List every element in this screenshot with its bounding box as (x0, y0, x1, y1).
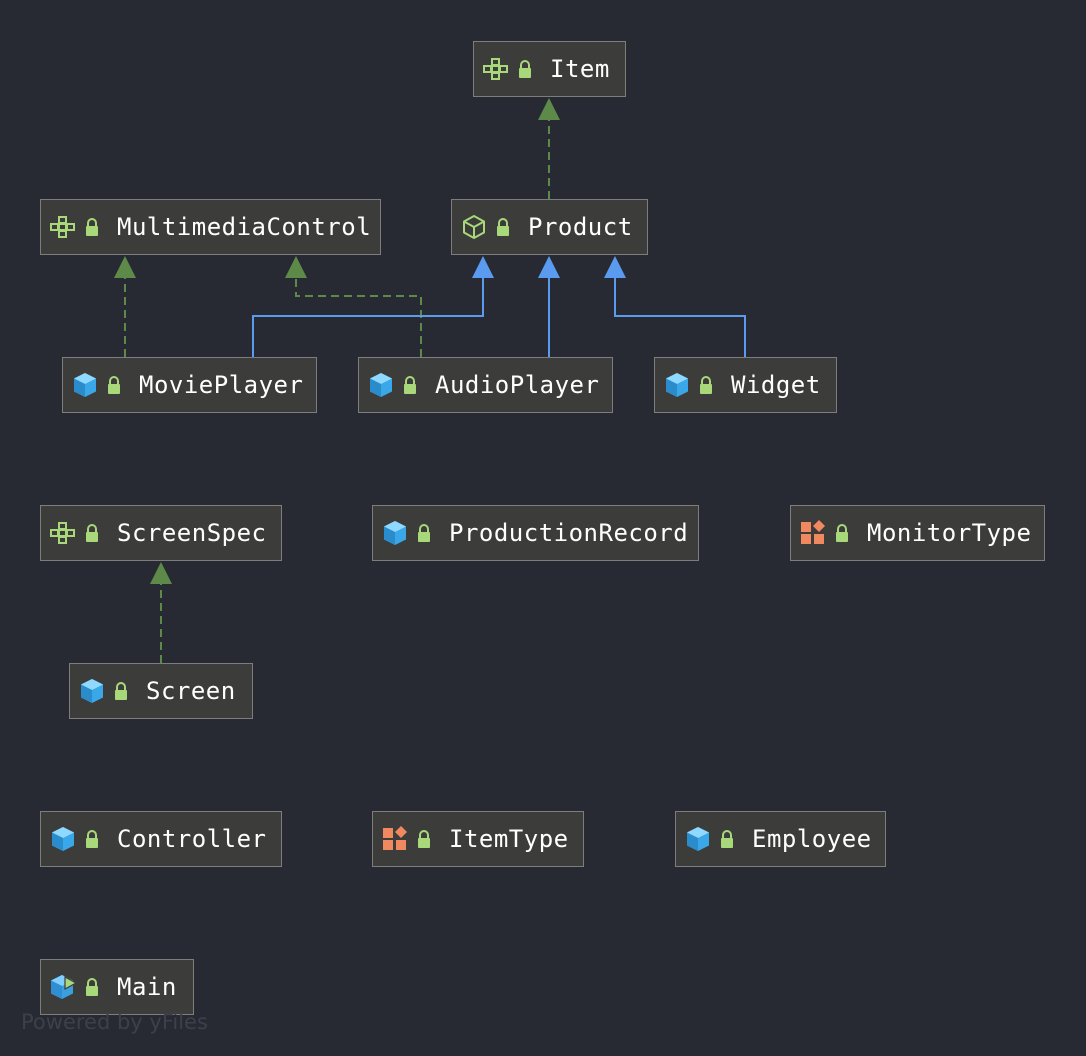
class-icon (684, 825, 712, 853)
interface-icon (49, 519, 77, 547)
class-icon (78, 677, 106, 705)
lock-icon (697, 374, 715, 396)
arrowhead (285, 256, 307, 278)
interface-icon (482, 55, 510, 83)
node-production-record[interactable]: ProductionRecord (372, 505, 699, 561)
node-label: AudioPlayer (435, 371, 600, 399)
class-icon (49, 825, 77, 853)
arrowhead (472, 256, 494, 278)
lock-icon (83, 216, 101, 238)
arrowhead (114, 256, 136, 278)
powered-by-footer: Powered by yFiles (21, 1010, 208, 1034)
node-screen[interactable]: Screen (69, 663, 253, 719)
edge-movie-player-to-multimedia-control (114, 256, 136, 357)
lock-icon (83, 828, 101, 850)
node-movie-player[interactable]: MoviePlayer (62, 357, 317, 413)
enum-icon (381, 825, 409, 853)
main-class-icon (49, 973, 77, 1001)
arrowhead (538, 256, 560, 278)
edge-audio-player-to-multimedia-control (285, 256, 422, 357)
edge-widget-to-product (604, 256, 746, 357)
node-item-type[interactable]: ItemType (372, 811, 584, 867)
node-label: ProductionRecord (449, 519, 689, 547)
node-label: Controller (117, 825, 267, 853)
node-screen-spec[interactable]: ScreenSpec (40, 505, 282, 561)
node-label: ItemType (449, 825, 569, 853)
node-label: MoviePlayer (139, 371, 304, 399)
arrowhead (150, 562, 172, 584)
arrowhead (604, 256, 626, 278)
node-label: MonitorType (867, 519, 1032, 547)
node-label: Widget (731, 371, 821, 399)
node-label: Employee (752, 825, 872, 853)
node-label: MultimediaControl (117, 213, 372, 241)
node-main[interactable]: Main (40, 959, 194, 1015)
node-controller[interactable]: Controller (40, 811, 282, 867)
lock-icon (83, 522, 101, 544)
node-label: Screen (146, 677, 236, 705)
lock-icon (833, 522, 851, 544)
node-employee[interactable]: Employee (675, 811, 886, 867)
lock-icon (415, 828, 433, 850)
class-icon (381, 519, 409, 547)
class-icon (71, 371, 99, 399)
lock-icon (718, 828, 736, 850)
node-multimedia-control[interactable]: MultimediaControl (40, 199, 381, 255)
node-label: Product (528, 213, 633, 241)
class-icon (367, 371, 395, 399)
lock-icon (112, 680, 130, 702)
interface-icon (49, 213, 77, 241)
node-widget[interactable]: Widget (654, 357, 837, 413)
lock-icon (83, 976, 101, 998)
arrowhead (538, 98, 560, 120)
edge-screen-to-screen-spec (150, 562, 172, 663)
lock-icon (401, 374, 419, 396)
edge-audio-player-to-product (538, 256, 560, 357)
node-label: ScreenSpec (117, 519, 267, 547)
node-monitor-type[interactable]: MonitorType (790, 505, 1045, 561)
node-label: Main (117, 973, 177, 1001)
node-label: Item (550, 55, 610, 83)
node-audio-player[interactable]: AudioPlayer (358, 357, 613, 413)
lock-icon (494, 216, 512, 238)
node-item[interactable]: Item (473, 41, 626, 97)
lock-icon (415, 522, 433, 544)
node-product[interactable]: Product (451, 199, 648, 255)
abstract-class-icon (460, 213, 488, 241)
edge-product-to-item (538, 98, 560, 199)
lock-icon (105, 374, 123, 396)
class-icon (663, 371, 691, 399)
enum-icon (799, 519, 827, 547)
edge-movie-player-to-product (252, 256, 494, 357)
lock-icon (516, 58, 534, 80)
